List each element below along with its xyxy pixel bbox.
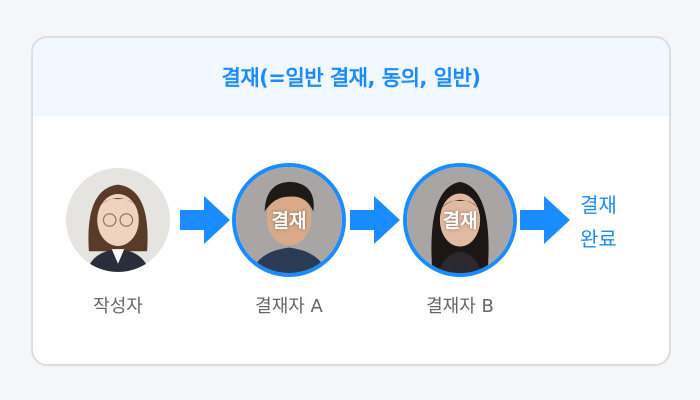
final-line2: 완료 [580,227,617,251]
arrow-right-icon [350,196,400,244]
header-band [33,38,669,116]
approval-badge: 결재 [271,209,307,232]
approver-b-avatar: 결재 [403,163,517,277]
card-title: 결재(=일반 결재, 동의, 일반) [221,66,481,90]
author-label: 작성자 [93,296,143,317]
author-avatar [66,168,170,272]
arrow-right-icon [180,196,230,244]
approval-complete-label: 결재 완료 [580,188,617,256]
arrow-right-icon [520,196,570,244]
final-line1: 결재 [580,193,617,217]
approver-a-avatar: 결재 [232,163,346,277]
approver-b-label: 결재자 B [426,296,494,317]
approval-badge: 결재 [442,209,478,232]
approver-a-label: 결재자 A [255,296,323,317]
